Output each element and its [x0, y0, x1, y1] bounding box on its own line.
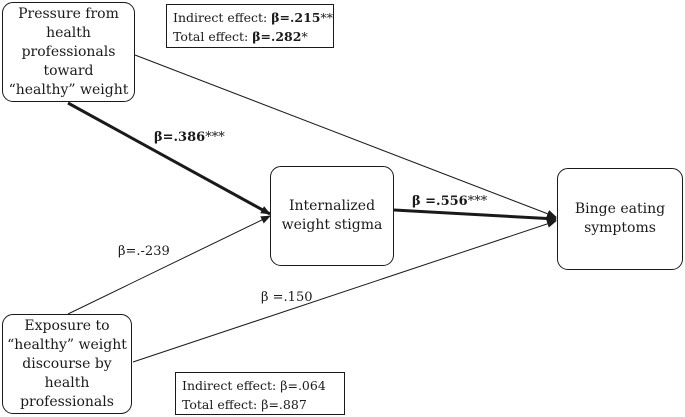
coef-value: β=.-239 — [118, 244, 170, 259]
path-pressure-to-binge — [134, 54, 557, 218]
total-effect-value: β=.282 — [252, 29, 302, 44]
node-pressure-line-5: “healthy” weight — [8, 81, 129, 98]
effects-box-exposure: Indirect effect: β=.064 Total effect: β=… — [175, 372, 345, 415]
node-pressure-line-1: Pressure from — [18, 5, 119, 22]
node-pressure-line-2: health — [46, 24, 91, 41]
coef-value: β =.556 — [412, 194, 468, 209]
node-pressure-line-4: toward — [43, 62, 94, 79]
path-exposure-to-binge — [132, 220, 557, 363]
path-stigma-to-binge — [393, 208, 557, 223]
indirect-effect-label: Indirect effect: — [182, 378, 281, 393]
node-exposure-line-4: health — [44, 374, 90, 391]
node-exposure-line-5: professionals — [20, 393, 114, 410]
total-effect-significance: * — [301, 29, 308, 44]
node-exposure-line-3: discourse by — [22, 355, 112, 372]
node-pressure-line-3: professionals — [21, 43, 116, 60]
total-effect-label: Total effect: — [182, 397, 262, 412]
coef-value: β =.150 — [261, 290, 313, 305]
coef-stigma-to-binge: β =.556*** — [412, 194, 487, 209]
node-binge-line-2: symptoms — [584, 220, 656, 236]
node-binge-line-1: Binge eating — [574, 201, 666, 217]
path-exposure-to-stigma — [67, 215, 271, 315]
node-exposure-line-1: Exposure to — [24, 317, 110, 334]
indirect-effect-label: Indirect effect: — [173, 10, 272, 25]
node-binge: Binge eating symptoms — [557, 168, 683, 270]
total-effect-label: Total effect: — [173, 29, 253, 44]
path-pressure-to-stigma — [67, 101, 271, 216]
total-effect-exposure: Total effect: β=.887 — [182, 395, 338, 414]
node-pressure: Pressure from health professionals towar… — [2, 2, 135, 102]
coef-exposure-to-stigma: β=.-239 — [118, 244, 170, 259]
node-stigma-line-1: Internalized — [288, 198, 376, 214]
coef-significance: *** — [205, 130, 225, 145]
coef-significance: *** — [467, 194, 488, 209]
total-effect-pressure: Total effect: β=.282* — [173, 27, 327, 46]
node-exposure-line-2: “healthy” weight — [7, 336, 127, 353]
node-exposure: Exposure to “healthy” weight discourse b… — [2, 314, 132, 414]
indirect-effect-pressure: Indirect effect: β=.215** — [173, 8, 333, 27]
coef-value: β=.386 — [154, 130, 206, 145]
node-stigma: Internalized weight stigma — [270, 166, 394, 266]
coef-exposure-to-binge: β =.150 — [261, 290, 313, 305]
node-stigma-line-2: weight stigma — [281, 217, 383, 233]
indirect-effect-exposure: Indirect effect: β=.064 — [182, 376, 338, 395]
indirect-effect-value: β=.064 — [280, 378, 326, 393]
indirect-effect-value: β=.215 — [271, 10, 321, 25]
effects-box-pressure: Indirect effect: β=.215** Total effect: … — [166, 4, 334, 48]
total-effect-value: β=.887 — [261, 397, 307, 412]
coef-pressure-to-stigma: β=.386*** — [154, 130, 225, 145]
indirect-effect-significance: ** — [320, 10, 333, 25]
